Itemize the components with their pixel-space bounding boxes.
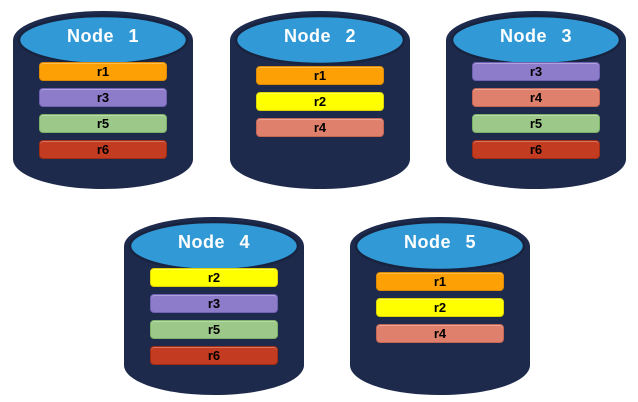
node-label: Node 4 <box>177 232 250 252</box>
replica-bar-r4: r4 <box>376 324 504 343</box>
replica-list: r1 r2 r4 <box>376 272 504 343</box>
replica-list: r1 r2 r4 <box>256 66 384 137</box>
replica-bar-r2: r2 <box>256 92 384 111</box>
replica-bar-r2: r2 <box>376 298 504 317</box>
replica-bar-r6: r6 <box>39 140 167 159</box>
node-label: Node 2 <box>283 26 356 46</box>
replica-bar-r5: r5 <box>472 114 600 133</box>
replica-bar-r5: r5 <box>39 114 167 133</box>
node-1: Node 1 r1 r3 r5 r6 <box>12 10 194 190</box>
replica-bar-r2: r2 <box>150 268 278 287</box>
replica-bar-r4: r4 <box>256 118 384 137</box>
replica-bar-r1: r1 <box>256 66 384 85</box>
replica-list: r2 r3 r5 r6 <box>150 268 278 365</box>
replica-bar-r6: r6 <box>150 346 278 365</box>
node-label: Node 3 <box>499 26 572 46</box>
replica-list: r3 r4 r5 r6 <box>472 62 600 159</box>
replica-bar-r1: r1 <box>39 62 167 81</box>
replica-bar-r3: r3 <box>472 62 600 81</box>
replica-bar-r4: r4 <box>472 88 600 107</box>
replica-bar-r6: r6 <box>472 140 600 159</box>
replica-bar-r3: r3 <box>39 88 167 107</box>
replica-bar-r3: r3 <box>150 294 278 313</box>
node-5: Node 5 r1 r2 r4 <box>349 216 531 396</box>
node-3: Node 3 r3 r4 r5 r6 <box>445 10 627 190</box>
node-4: Node 4 r2 r3 r5 r6 <box>123 216 305 396</box>
replica-list: r1 r3 r5 r6 <box>39 62 167 159</box>
replica-bar-r5: r5 <box>150 320 278 339</box>
node-label: Node 1 <box>66 26 139 46</box>
replica-bar-r1: r1 <box>376 272 504 291</box>
node-2: Node 2 r1 r2 r4 <box>229 10 411 190</box>
node-label: Node 5 <box>403 232 476 252</box>
